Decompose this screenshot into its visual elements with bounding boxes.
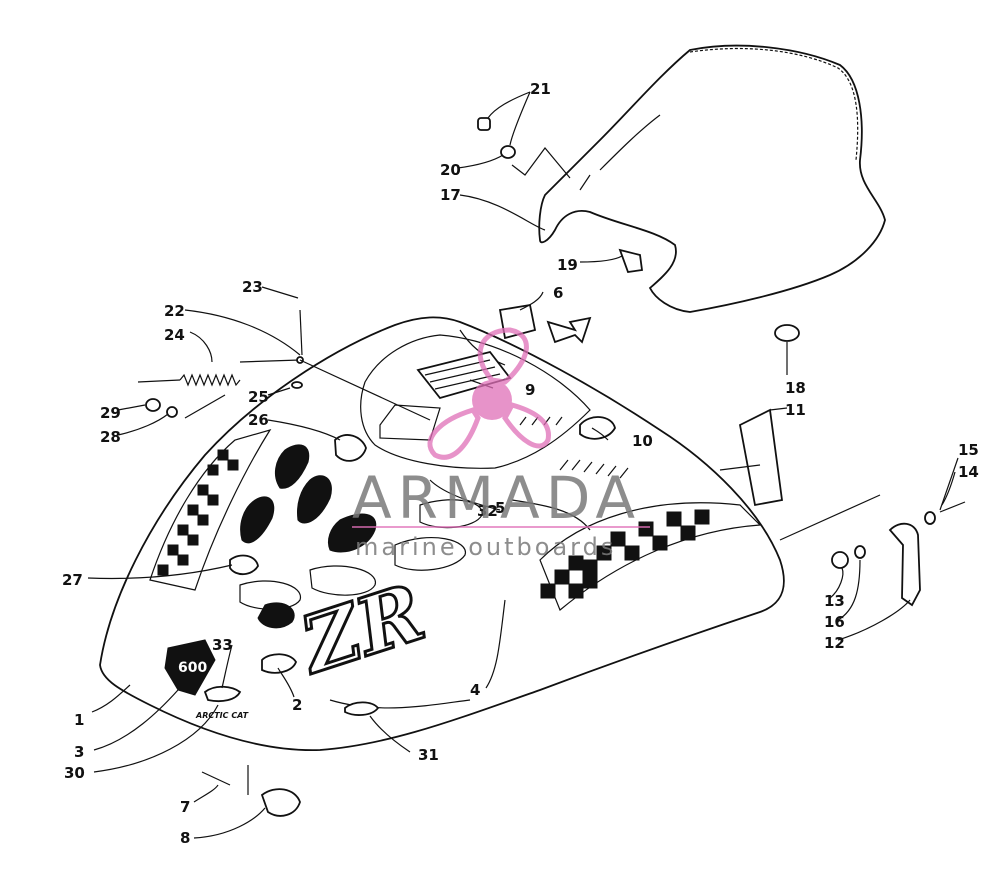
headlight-bracket <box>831 501 966 607</box>
callout-29: 29 <box>100 404 121 422</box>
callout-6: 6 <box>553 284 563 302</box>
watermark: ARMADA marine outboards <box>352 327 650 561</box>
lens-8 <box>260 788 301 817</box>
decal-26 <box>334 434 367 462</box>
screw-21 <box>477 117 491 131</box>
callout-9: 9 <box>525 381 535 399</box>
washer-28 <box>166 406 178 418</box>
decal-2 <box>261 653 298 674</box>
callout-28: 28 <box>100 428 121 446</box>
nut-13 <box>831 551 849 569</box>
decal-11 <box>738 408 784 507</box>
callout-26: 26 <box>248 411 269 429</box>
propeller-logo <box>427 327 551 460</box>
callout-13: 13 <box>824 592 845 610</box>
callout-12: 12 <box>824 634 845 652</box>
washer-15 <box>924 511 936 525</box>
callout-18: 18 <box>785 379 806 397</box>
decal-10 <box>579 416 616 440</box>
watermark-brand: ARMADA <box>352 464 641 532</box>
callout-2: 2 <box>292 696 302 714</box>
badge-decal: 600 <box>164 639 216 696</box>
nut-20 <box>500 145 516 159</box>
callout-10: 10 <box>632 432 653 450</box>
decal-33 <box>203 685 242 703</box>
callout-31: 31 <box>418 746 439 764</box>
grommet-18 <box>774 324 800 342</box>
callout-numbers: 1 2 3 4 5 6 7 8 9 10 11 12 13 14 15 16 1… <box>62 80 979 847</box>
callout-32: 32 <box>477 502 498 520</box>
callout-7: 7 <box>180 798 190 816</box>
callout-22: 22 <box>164 302 185 320</box>
callout-24: 24 <box>164 326 185 344</box>
callout-1: 1 <box>74 711 84 729</box>
decal-27 <box>229 554 259 576</box>
checkered-flag-right <box>539 502 762 611</box>
badge-text: 600 <box>178 660 207 676</box>
callout-11: 11 <box>785 401 806 419</box>
callout-15: 15 <box>958 441 979 459</box>
callout-3: 3 <box>74 743 84 761</box>
callout-19: 19 <box>557 256 578 274</box>
callout-17: 17 <box>440 186 461 204</box>
callout-21: 21 <box>530 80 551 98</box>
nut-29 <box>145 398 161 412</box>
fastener-7 <box>201 771 231 786</box>
watermark-tagline: marine outboards <box>355 533 616 561</box>
small-logo-decal: ARCTIC CAT <box>195 711 249 720</box>
callout-8: 8 <box>180 829 190 847</box>
washer-25 <box>291 381 303 389</box>
checkered-flag-left <box>149 428 272 591</box>
callout-16: 16 <box>824 613 845 631</box>
washer-16 <box>854 545 866 559</box>
callout-23: 23 <box>242 278 263 296</box>
decal-31 <box>344 701 380 716</box>
callout-30: 30 <box>64 764 85 782</box>
callout-25: 25 <box>248 388 269 406</box>
callout-5: 5 <box>495 499 505 517</box>
leader-lines <box>87 91 959 839</box>
callout-20: 20 <box>440 161 461 179</box>
callout-14: 14 <box>958 463 979 481</box>
callout-33: 33 <box>212 636 233 654</box>
callout-4: 4 <box>470 681 480 699</box>
windshield <box>538 44 886 313</box>
callout-27: 27 <box>62 571 83 589</box>
clip-19 <box>618 248 644 273</box>
direction-arrow <box>546 316 592 344</box>
